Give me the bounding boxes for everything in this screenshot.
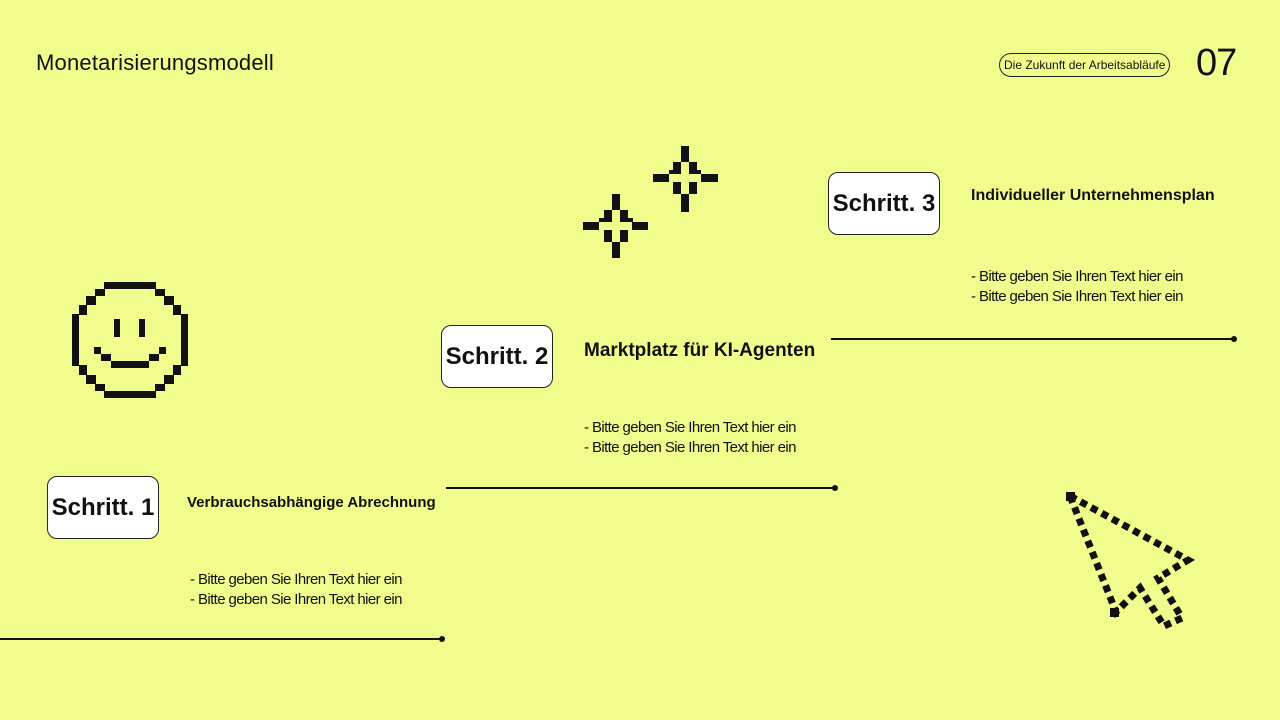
smiley-icon bbox=[72, 282, 188, 398]
step-3-line-1: - Bitte geben Sie Ihren Text hier ein bbox=[971, 268, 1183, 285]
section-tag: Die Zukunft der Arbeitsabläufe bbox=[999, 53, 1171, 77]
step-1-line-1: - Bitte geben Sie Ihren Text hier ein bbox=[190, 571, 402, 588]
cursor-arrow-icon bbox=[1066, 492, 1196, 630]
step-1-heading: Verbrauchsabhängige Abrechnung bbox=[187, 494, 436, 511]
sparkle-icon bbox=[583, 146, 718, 258]
step-2-line-2: - Bitte geben Sie Ihren Text hier ein bbox=[584, 439, 796, 456]
step-1-end-dot bbox=[439, 636, 445, 642]
step-3-line-2: - Bitte geben Sie Ihren Text hier ein bbox=[971, 288, 1183, 305]
step-2-baseline bbox=[446, 487, 835, 489]
page-number: 07 bbox=[1196, 42, 1237, 84]
step-2-end-dot bbox=[832, 485, 838, 491]
step-1-badge: Schritt. 1 bbox=[47, 476, 159, 539]
step-1-line-2: - Bitte geben Sie Ihren Text hier ein bbox=[190, 591, 402, 608]
step-2-line-1: - Bitte geben Sie Ihren Text hier ein bbox=[584, 419, 796, 436]
step-3-description: - Bitte geben Sie Ihren Text hier ein - … bbox=[971, 267, 1183, 307]
step-2-description: - Bitte geben Sie Ihren Text hier ein - … bbox=[584, 418, 796, 458]
step-3-heading: Individueller Unternehmensplan bbox=[971, 187, 1215, 204]
step-3-end-dot bbox=[1231, 336, 1237, 342]
step-2-heading: Marktplatz für KI-Agenten bbox=[584, 340, 816, 361]
step-3-badge: Schritt. 3 bbox=[828, 172, 940, 235]
step-1-baseline bbox=[0, 638, 442, 640]
page-title: Monetarisierungsmodell bbox=[36, 50, 274, 75]
step-3-baseline bbox=[831, 338, 1234, 340]
step-1-description: - Bitte geben Sie Ihren Text hier ein - … bbox=[190, 570, 402, 610]
step-2-badge: Schritt. 2 bbox=[441, 325, 553, 388]
